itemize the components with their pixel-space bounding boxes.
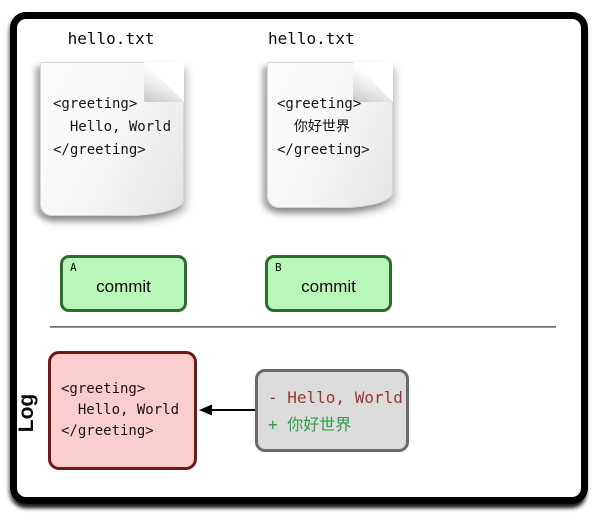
commit-button-label: commit xyxy=(96,277,151,296)
log-entry-box: <greeting> Hello, World </greeting> xyxy=(48,351,197,470)
section-divider xyxy=(50,326,556,328)
log-entry-line: </greeting> xyxy=(61,423,154,439)
file-content-line: </greeting> xyxy=(53,142,146,158)
file-content-line: </greeting> xyxy=(277,142,370,158)
file-content-left: <greeting> Hello, World </greeting> xyxy=(41,63,183,215)
file-title-right: hello.txt xyxy=(268,29,355,48)
file-paper-left: <greeting> Hello, World </greeting> xyxy=(40,62,184,216)
left-arrow-icon xyxy=(199,404,255,416)
diff-plus-line: + 你好世界 xyxy=(268,414,352,434)
file-content-right: <greeting> 你好世界 </greeting> xyxy=(268,63,392,207)
log-section-label: Log xyxy=(15,393,38,433)
diff-minus-line: - Hello, World xyxy=(268,387,403,407)
file-title-left: hello.txt xyxy=(67,29,155,48)
file-content-line: Hello, World xyxy=(53,119,172,135)
commit-id-badge: A xyxy=(70,261,77,274)
log-entry-line: <greeting> xyxy=(61,381,146,397)
commit-id-badge: B xyxy=(275,261,282,274)
commit-button-label: commit xyxy=(301,277,356,296)
diff-box: - Hello, World + 你好世界 xyxy=(255,369,409,452)
file-content-line: 你好世界 xyxy=(277,119,350,135)
file-content-line: <greeting> xyxy=(53,96,138,112)
file-content-line: <greeting> xyxy=(277,96,362,112)
commit-button-b[interactable]: B commit xyxy=(265,255,392,312)
diagram-frame xyxy=(10,12,588,504)
file-paper-right: <greeting> 你好世界 </greeting> xyxy=(267,62,393,208)
commit-button-a[interactable]: A commit xyxy=(60,255,187,312)
log-entry-line: Hello, World xyxy=(61,402,180,418)
